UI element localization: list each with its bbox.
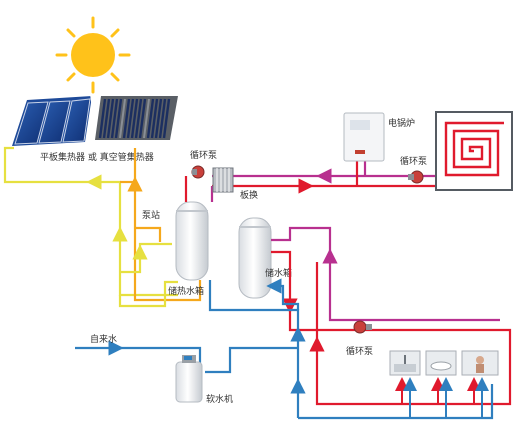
shower-icon bbox=[461, 350, 499, 376]
solar-tank-label: 储热水箱 bbox=[168, 285, 204, 297]
solar-return-pipe bbox=[3, 146, 178, 297]
boiler-label: 电锅炉 bbox=[388, 117, 415, 129]
floor-heating-coil-icon bbox=[435, 111, 513, 191]
water-softener-icon bbox=[175, 355, 203, 403]
collectors-label: 平板集热器 或 真空管集热器 bbox=[40, 151, 154, 163]
kitchen-tap-icon bbox=[389, 350, 421, 376]
solar-supply-pipe bbox=[133, 148, 202, 302]
water-tank-icon bbox=[238, 217, 272, 299]
softener-label: 软水机 bbox=[206, 393, 233, 405]
hot-water-pipe bbox=[315, 262, 512, 406]
pump-bottom-label: 循环泵 bbox=[346, 345, 373, 357]
pump-icon bbox=[353, 320, 372, 334]
pump-floor-label: 循环泵 bbox=[400, 155, 427, 167]
storage-tank-label: 储水箱 bbox=[265, 267, 292, 279]
water-tank-icon bbox=[175, 201, 209, 281]
pump-top-label: 循环泵 bbox=[190, 149, 217, 161]
sun-icon bbox=[55, 16, 131, 94]
pump-station-label: 泵站 bbox=[142, 209, 160, 221]
plate-exchanger-label: 板换 bbox=[240, 189, 258, 201]
plate-heat-exchanger-icon bbox=[212, 167, 234, 193]
pump-icon bbox=[408, 170, 424, 184]
bathroom-sink-icon bbox=[425, 350, 457, 376]
tap-water-label: 自来水 bbox=[90, 333, 117, 345]
solar-panel-icon bbox=[12, 93, 178, 146]
electric-boiler-icon bbox=[343, 112, 385, 162]
pump-icon bbox=[191, 165, 205, 179]
